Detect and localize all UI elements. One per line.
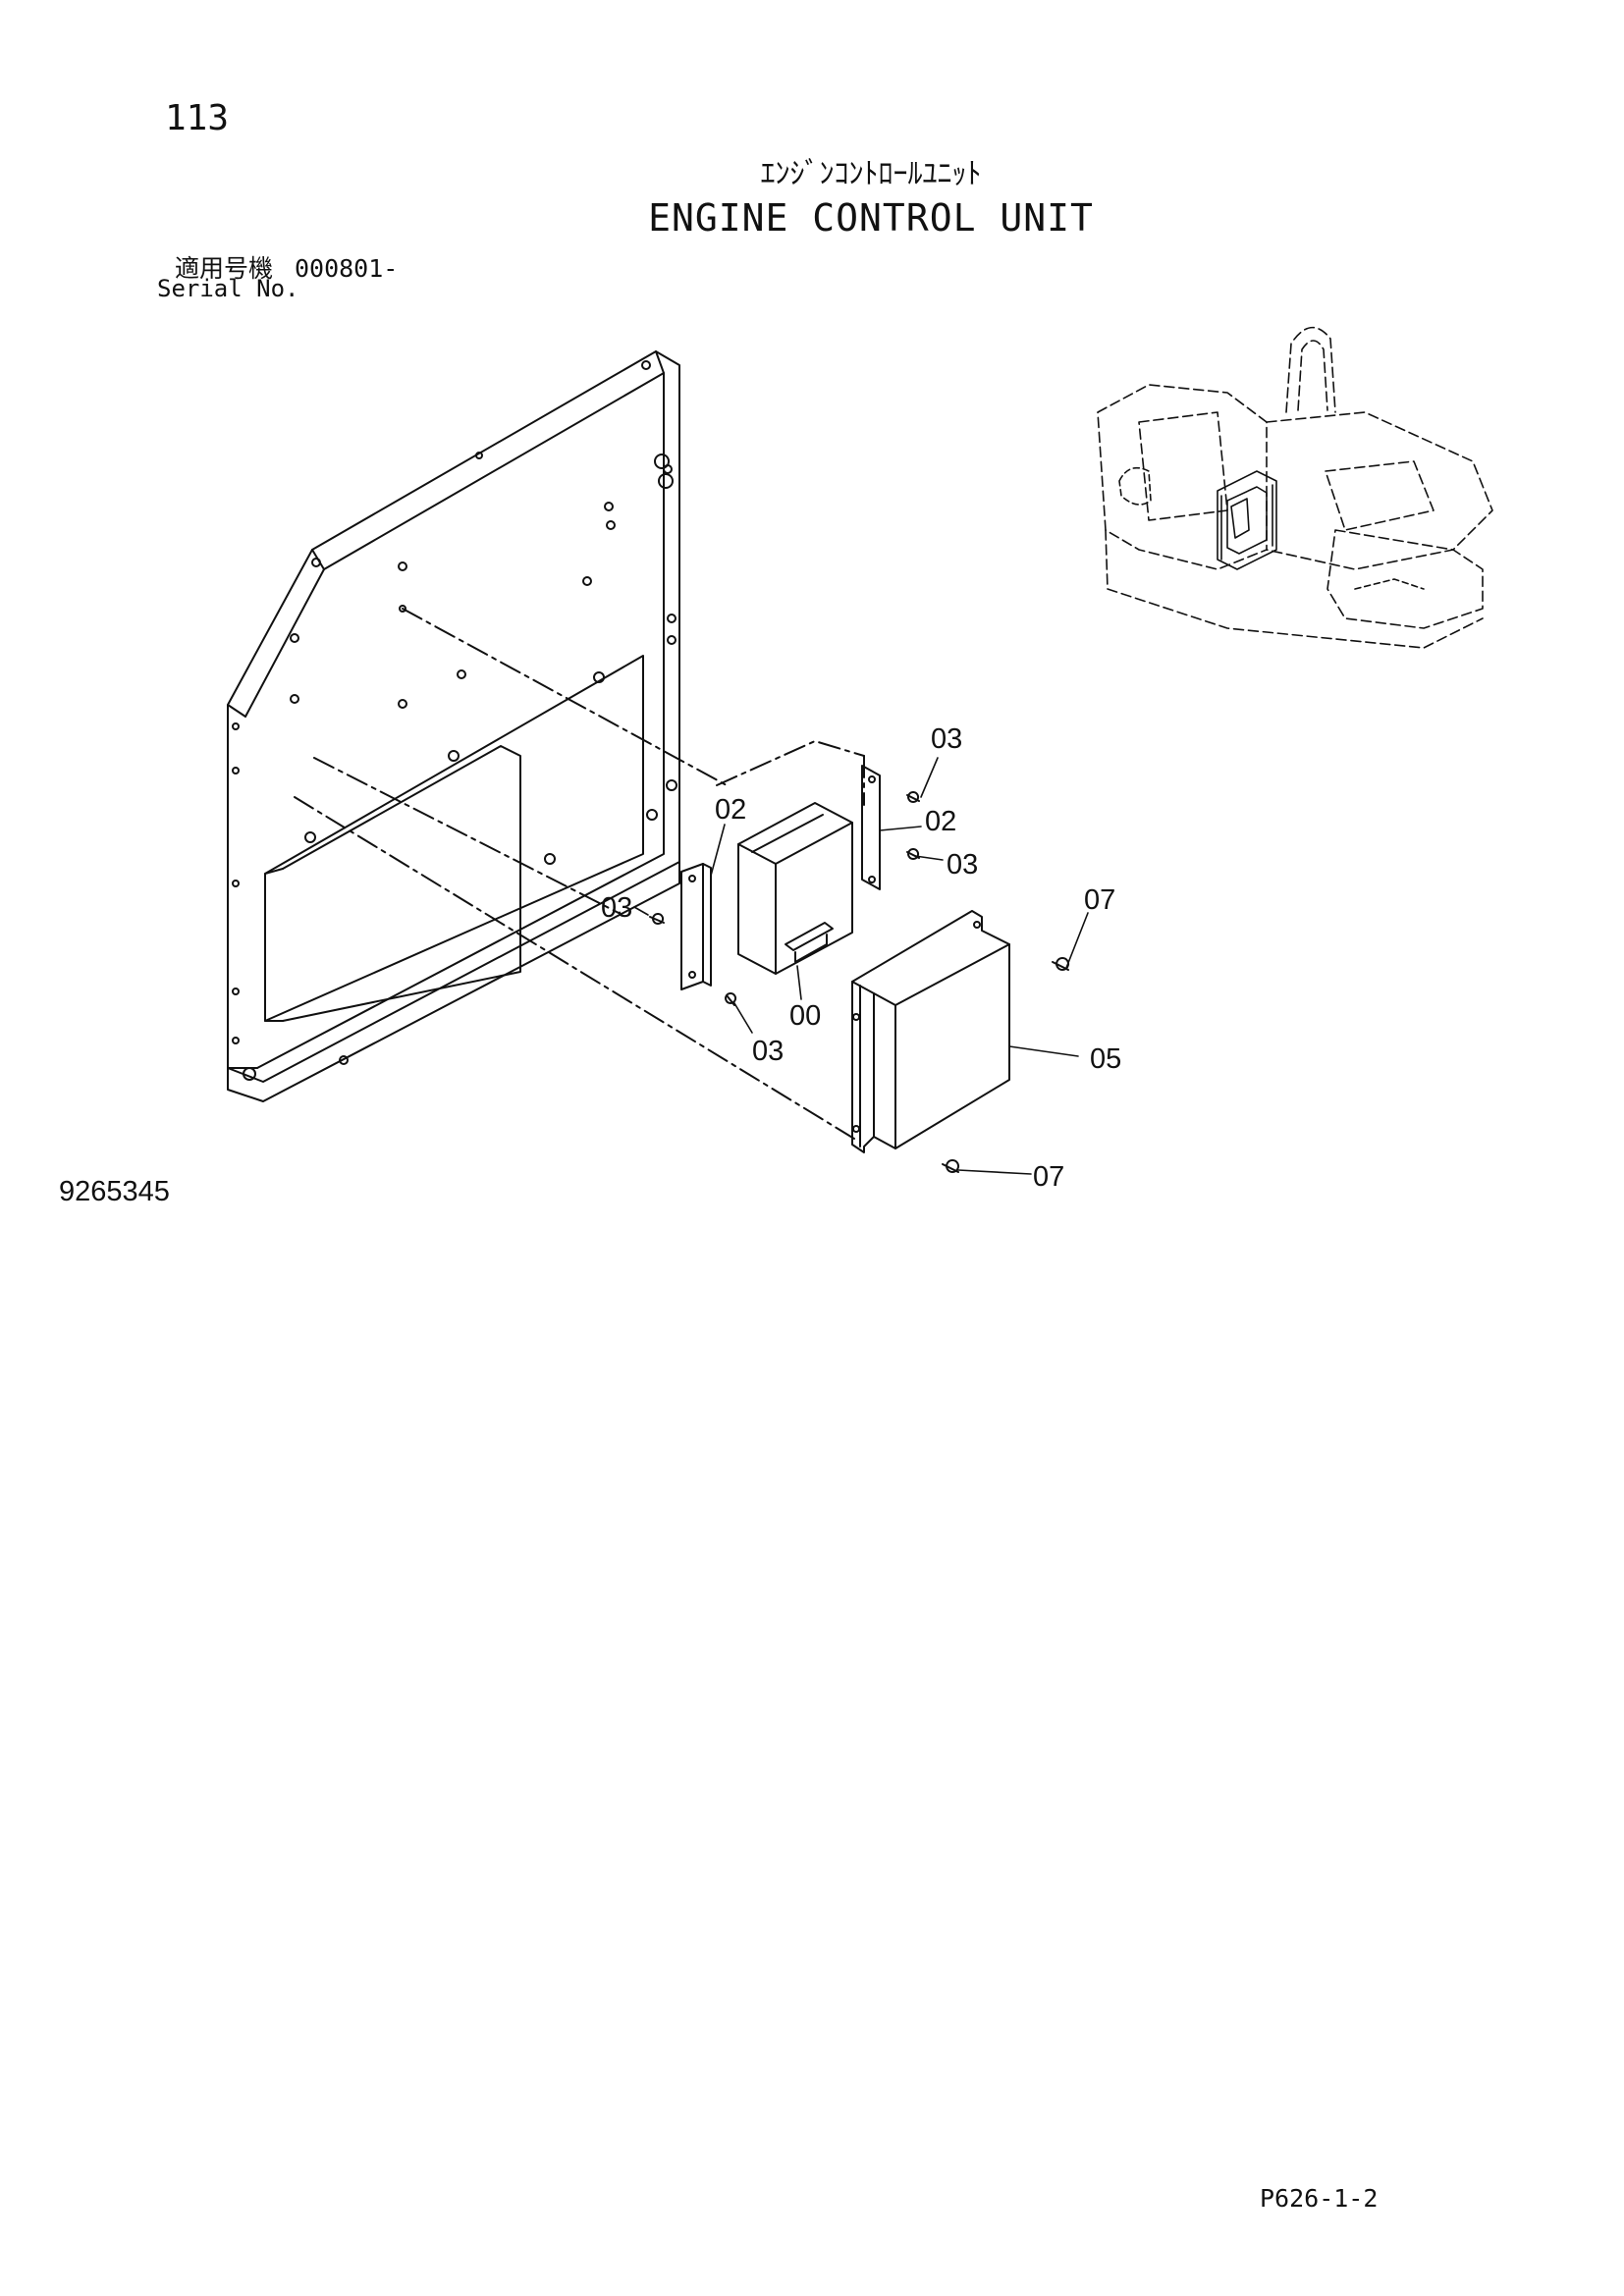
callout-03-right: 03 — [947, 849, 978, 881]
callout-02-right: 02 — [925, 806, 956, 837]
callout-00: 00 — [789, 1000, 821, 1032]
serial-line-japanese: 適用号機 000801- — [175, 249, 398, 285]
callout-05: 05 — [1090, 1043, 1121, 1075]
machine-overview-inset — [1097, 326, 1493, 649]
callout-03-top: 03 — [931, 723, 962, 755]
callout-07-top: 07 — [1084, 884, 1115, 916]
title-english: ENGINE CONTROL UNIT — [648, 196, 1094, 240]
callout-03-left: 03 — [601, 892, 632, 924]
serial-label-japanese: 適用号機 — [175, 254, 274, 283]
callout-leaders — [633, 757, 1089, 1175]
unit-cover — [851, 910, 1010, 1153]
bracket-right — [861, 765, 881, 890]
callout-03-bottom: 03 — [752, 1036, 784, 1067]
bracket-left — [680, 863, 712, 990]
mounting-panel — [227, 350, 680, 1102]
page-reference: P626-1-2 — [1260, 2184, 1379, 2213]
serial-value: 000801- — [294, 254, 399, 283]
callout-07-bottom: 07 — [1033, 1161, 1064, 1193]
figure-number: 9265345 — [59, 1176, 170, 1207]
engine-control-unit — [737, 802, 853, 975]
serial-label-english: Serial No. — [157, 275, 299, 302]
assembly-leader-lines — [294, 608, 865, 1140]
callout-02-left: 02 — [715, 794, 746, 826]
page-number: 113 — [165, 98, 230, 138]
title-japanese: ｴﾝｼﾞﾝｺﾝﾄﾛｰﾙﾕﾆｯﾄ — [760, 157, 982, 191]
